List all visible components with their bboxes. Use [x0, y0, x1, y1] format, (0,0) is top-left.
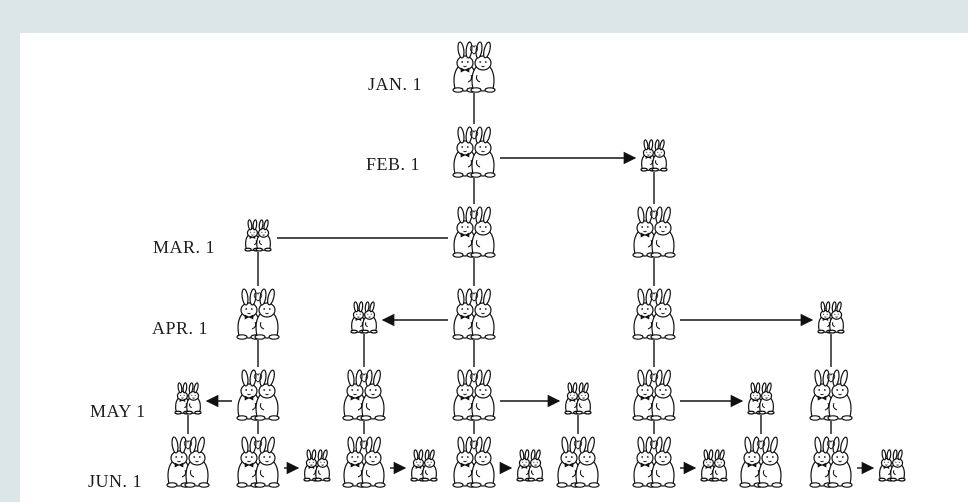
adult-rabbit-pair-icon	[452, 41, 496, 93]
rabbit-family-tree-diagram: JAN. 1 FEB. 1 MAR. 1 APR. 1 MAY 1 JUN. 1	[20, 33, 968, 502]
month-label-mar: MAR. 1	[153, 237, 216, 257]
adult-rabbit-pair-icon	[452, 206, 496, 258]
baby-rabbit-pair-icon	[516, 449, 544, 482]
month-label-may: MAY 1	[90, 401, 146, 421]
baby-rabbit-pair-icon	[700, 449, 728, 482]
month-label-feb: FEB. 1	[366, 154, 421, 174]
adult-rabbit-pair-icon	[342, 436, 386, 488]
adult-rabbit-pair-icon	[452, 436, 496, 488]
month-label-jan: JAN. 1	[368, 74, 423, 94]
adult-rabbit-pair-icon	[452, 369, 496, 421]
adult-rabbit-pair-icon	[739, 436, 783, 488]
adult-rabbit-pair-icon	[556, 436, 600, 488]
month-label-apr: APR. 1	[152, 318, 209, 338]
baby-rabbit-pair-icon	[410, 449, 438, 482]
adult-rabbit-pair-icon	[632, 288, 676, 340]
baby-rabbit-pair-icon	[878, 449, 906, 482]
baby-rabbit-pair-icon	[817, 301, 845, 334]
baby-rabbit-pair-icon	[303, 449, 331, 482]
adult-rabbit-pair-icon	[236, 288, 280, 340]
tree-canvas	[166, 41, 906, 488]
baby-rabbit-pair-icon	[244, 219, 272, 252]
connector-lines	[187, 93, 875, 475]
adult-rabbit-pair-icon	[236, 436, 280, 488]
baby-rabbit-pair-icon	[174, 382, 202, 415]
rabbit-pairs	[166, 41, 906, 488]
adult-rabbit-pair-icon	[809, 436, 853, 488]
baby-rabbit-pair-icon	[640, 139, 668, 172]
adult-rabbit-pair-icon	[809, 369, 853, 421]
baby-rabbit-pair-icon	[350, 301, 378, 334]
adult-rabbit-pair-icon	[632, 436, 676, 488]
adult-rabbit-pair-icon	[236, 369, 280, 421]
adult-rabbit-pair-icon	[166, 436, 210, 488]
month-label-jun: JUN. 1	[88, 471, 143, 491]
adult-rabbit-pair-icon	[632, 369, 676, 421]
adult-rabbit-pair-icon	[452, 126, 496, 178]
adult-rabbit-pair-icon	[342, 369, 386, 421]
adult-rabbit-pair-icon	[452, 288, 496, 340]
adult-rabbit-pair-icon	[632, 206, 676, 258]
baby-rabbit-pair-icon	[747, 382, 775, 415]
baby-rabbit-pair-icon	[564, 382, 592, 415]
